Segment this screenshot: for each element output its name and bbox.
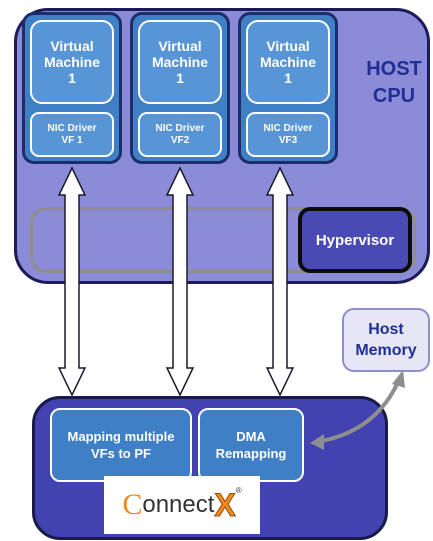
virtual-machine-3: Virtual Machine 1 [246,20,330,104]
nic-driver-vf2: NIC Driver VF2 [138,112,222,157]
logo-x: X [214,487,236,523]
host-memory-box: Host Memory [342,308,430,372]
vm-group-2: Virtual Machine 1 NIC Driver VF2 [130,12,230,164]
arrow-dma-memory [310,370,405,450]
logo-registered: ® [235,486,242,495]
nic-driver-vf1: NIC Driver VF 1 [30,112,114,157]
host-label-line1: HOST [366,58,422,80]
virtual-machine-1: Virtual Machine 1 [30,20,114,104]
dma-remapping-box: DMA Remapping [198,408,304,482]
logo-text: onnect [142,491,215,518]
nic-driver-vf3: NIC Driver VF3 [246,112,330,157]
host-label-line2: CPU [372,85,416,107]
host-cpu-label: HOST CPU [354,56,433,110]
arrow-vf2 [165,166,195,397]
vm-group-3: Virtual Machine 1 NIC Driver VF3 [238,12,338,164]
logo-c: C [122,488,143,521]
virtual-machine-2: Virtual Machine 1 [138,20,222,104]
hypervisor-box: Hypervisor [298,207,412,273]
arrow-vf3 [265,166,295,397]
vm-group-1: Virtual Machine 1 NIC Driver VF 1 [22,12,122,164]
arrow-vf1 [57,166,87,397]
hypervisor-band [30,207,416,273]
